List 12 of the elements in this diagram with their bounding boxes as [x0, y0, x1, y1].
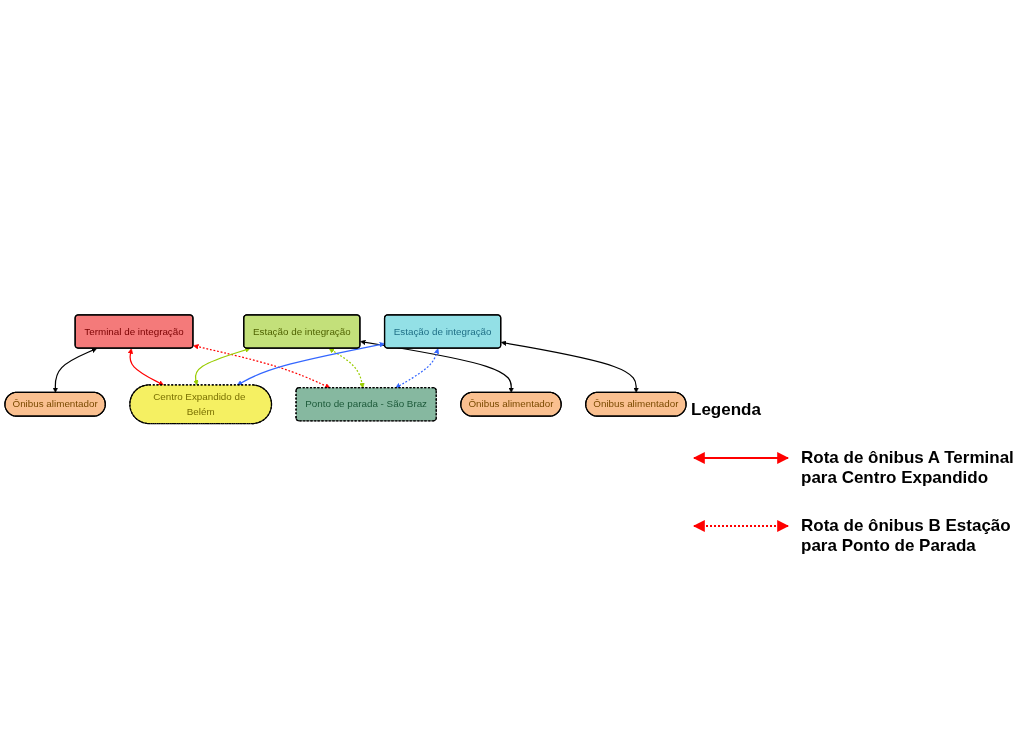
- arrow: [52, 347, 97, 393]
- arrow: [193, 343, 331, 389]
- legend-text: Rota de ônibus B Estação para Ponto de Parada: [801, 516, 1012, 556]
- legend-heading: Legenda: [691, 400, 762, 420]
- arrow: [395, 348, 440, 388]
- arrow: [127, 348, 164, 386]
- arrow: [360, 339, 514, 393]
- arrow: [193, 347, 251, 386]
- arrow: [236, 341, 385, 386]
- legend-text: Rota de ônibus A Terminal para Centro Expandido: [801, 448, 1015, 488]
- arrow: [328, 348, 365, 388]
- arrow: [501, 340, 639, 393]
